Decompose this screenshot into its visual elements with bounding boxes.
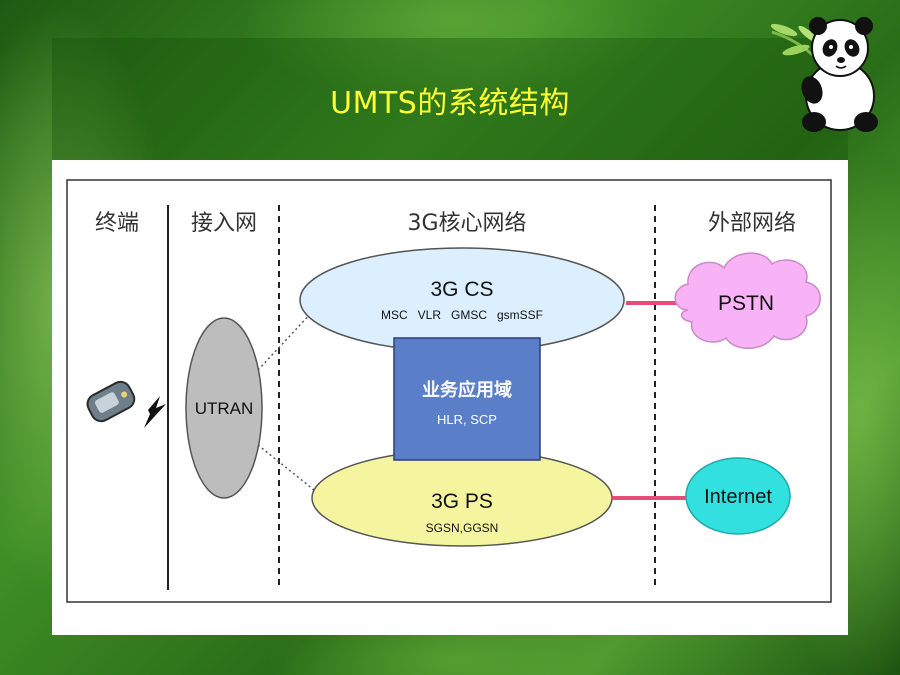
umts-architecture-diagram: 终端 接入网 3G核心网络 外部网络 UTRAN 3G PS SGSN,GGSN… bbox=[66, 179, 832, 603]
application-domain-node bbox=[393, 337, 541, 461]
slide-title: UMTS的系统结构 bbox=[330, 86, 570, 121]
utran-ps-link bbox=[257, 444, 315, 491]
ps-domain-title: 3G PS bbox=[431, 490, 493, 513]
pstn-label: PSTN bbox=[718, 292, 774, 315]
pstn-cloud-node bbox=[674, 252, 821, 349]
utran-cs-link bbox=[257, 309, 315, 371]
wireless-signal-icon bbox=[144, 396, 166, 428]
column-header-access: 接入网 bbox=[191, 211, 257, 236]
column-header-terminal: 终端 bbox=[95, 211, 139, 236]
utran-node bbox=[185, 317, 263, 499]
column-header-external: 外部网络 bbox=[708, 211, 796, 236]
utran-label: UTRAN bbox=[195, 399, 254, 418]
cs-domain-title: 3G CS bbox=[430, 278, 493, 301]
panda-mascot-icon bbox=[770, 17, 878, 132]
internet-node bbox=[685, 457, 791, 535]
application-domain-title: 业务应用域 bbox=[422, 379, 512, 401]
column-header-core: 3G核心网络 bbox=[407, 211, 526, 236]
mobile-phone-icon bbox=[86, 380, 136, 423]
title-band bbox=[52, 38, 848, 160]
diagram-frame bbox=[66, 179, 832, 603]
ps-domain-elements: SGSN,GGSN bbox=[426, 521, 499, 535]
cs-domain-elements: MSC VLR GMSC gsmSSF bbox=[381, 308, 543, 322]
application-domain-elements: HLR, SCP bbox=[437, 412, 497, 427]
internet-label: Internet bbox=[704, 486, 772, 508]
diagram-panel: 终端 接入网 3G核心网络 外部网络 UTRAN 3G PS SGSN,GGSN… bbox=[52, 160, 848, 635]
